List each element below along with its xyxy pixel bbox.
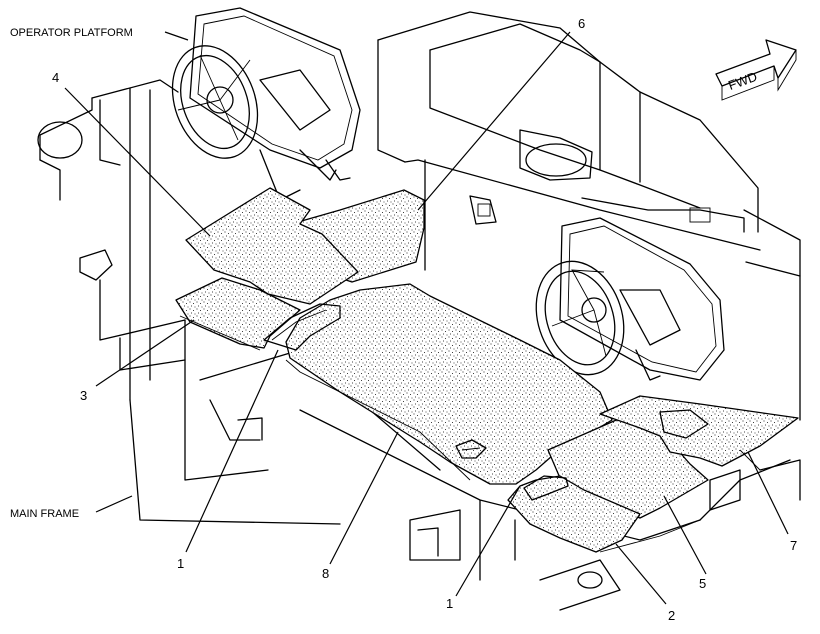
callout-8: 8 [322, 566, 329, 581]
operator-platform-label: OPERATOR PLATFORM [10, 27, 133, 39]
callout-1-left: 1 [177, 556, 184, 571]
forward-arrow-icon: FWD [715, 39, 797, 101]
main-frame-structure [37, 11, 801, 611]
steering-wheel-left [171, 7, 361, 201]
callout-2: 2 [668, 608, 675, 623]
leader-lines [64, 31, 789, 605]
callout-3: 3 [80, 388, 87, 403]
main-frame-label: MAIN FRAME [10, 508, 79, 520]
mat-2 [507, 475, 641, 553]
steering-wheel-right [535, 217, 725, 381]
callout-5: 5 [699, 576, 706, 591]
callout-6: 6 [578, 16, 585, 31]
fwd-label: FWD [726, 69, 759, 93]
callout-7: 7 [790, 538, 797, 553]
callout-4: 4 [52, 70, 59, 85]
callout-1-right: 1 [446, 596, 453, 611]
mat-7 [599, 395, 799, 467]
mat-3 [175, 277, 301, 349]
mat-4 [185, 187, 359, 305]
